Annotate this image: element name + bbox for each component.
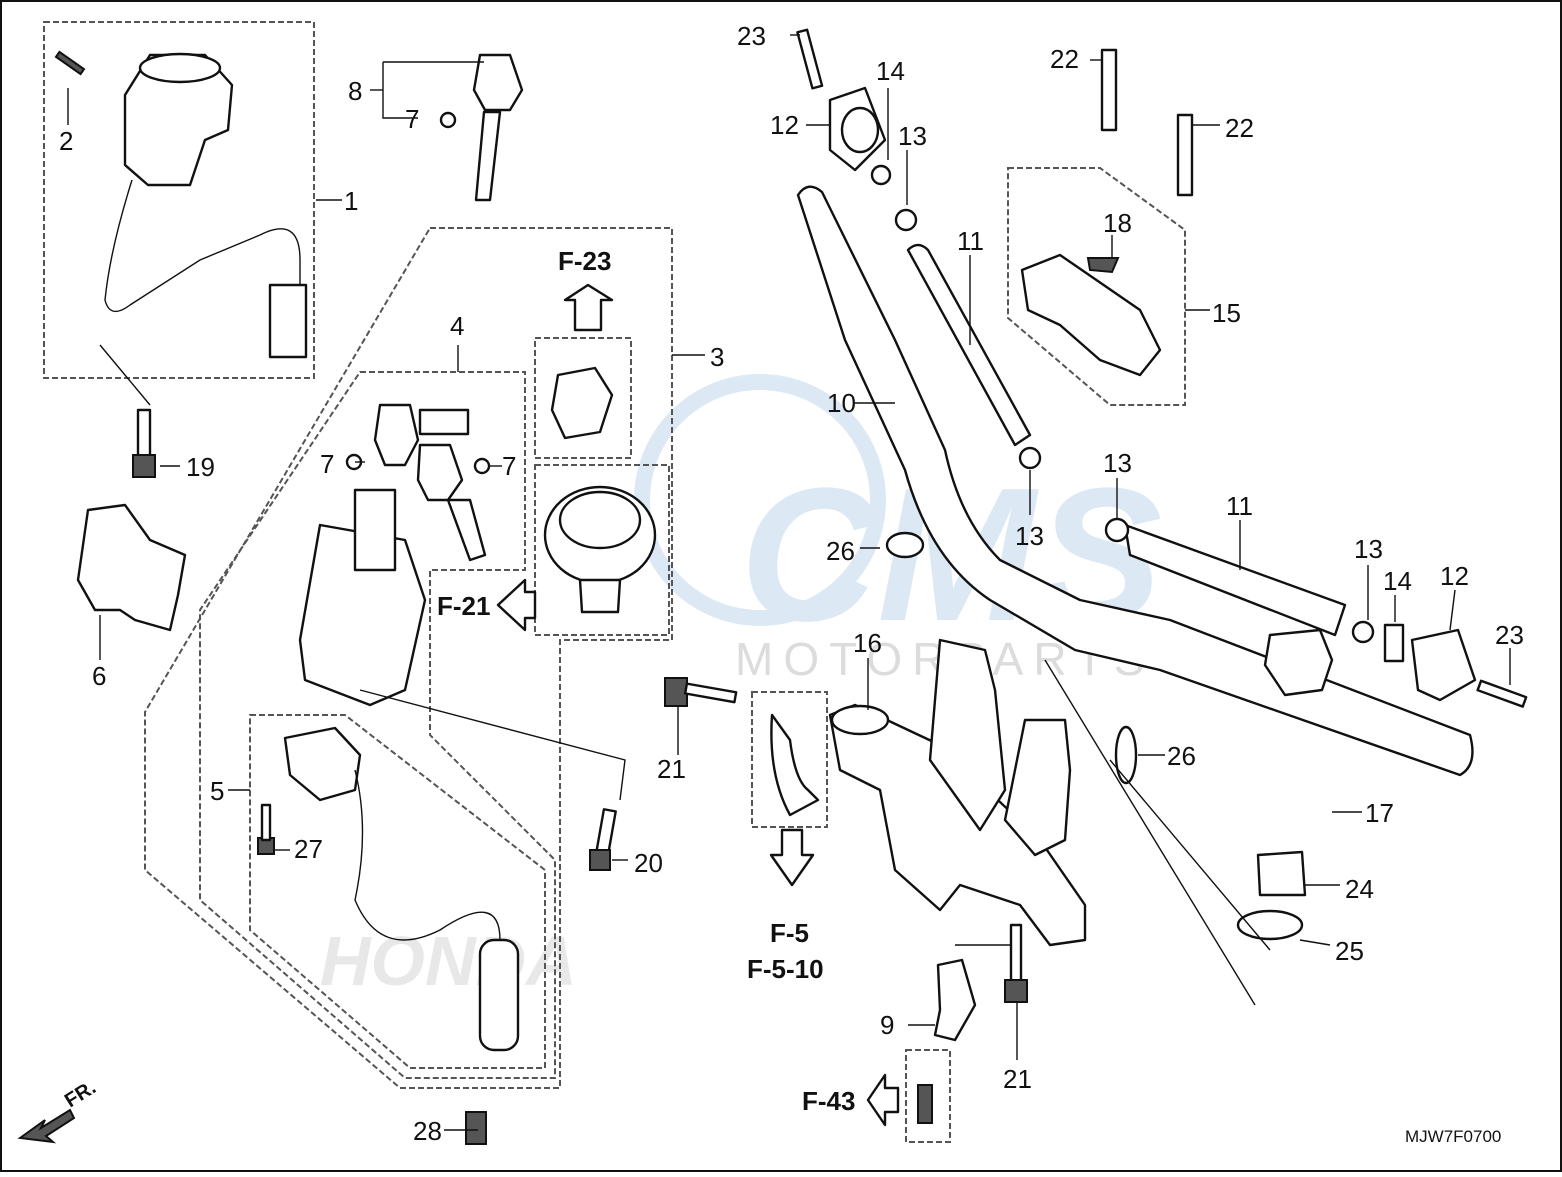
part-11-bar-right bbox=[1123, 523, 1347, 637]
callout-4: 4 bbox=[450, 311, 464, 341]
callout-numbers: 1 2 3 4 5 6 7 7 7 8 9 10 11 11 12 12 13 … bbox=[59, 21, 1524, 1146]
part-18-plate bbox=[1086, 257, 1120, 274]
callout-8: 8 bbox=[348, 76, 362, 106]
callout-9: 9 bbox=[880, 1010, 894, 1040]
ref-f23: F-23 bbox=[558, 246, 611, 276]
arrow-up-f23 bbox=[563, 283, 614, 332]
callout-13a: 13 bbox=[898, 121, 927, 151]
callout-26b: 26 bbox=[1167, 741, 1196, 771]
callout-19: 19 bbox=[186, 452, 215, 482]
part-9-cover bbox=[933, 958, 977, 1042]
part-23-screw-b bbox=[1476, 679, 1528, 708]
callout-22a: 22 bbox=[1050, 44, 1079, 74]
part-21-bolt-a bbox=[664, 677, 738, 707]
callout-15: 15 bbox=[1212, 298, 1241, 328]
part-12-weight-left bbox=[828, 86, 887, 172]
callout-1: 1 bbox=[344, 186, 358, 216]
part-19-screw bbox=[132, 408, 156, 478]
callout-21a: 21 bbox=[657, 754, 686, 784]
part-21-bolt-b bbox=[1004, 923, 1028, 1003]
callout-14b: 14 bbox=[1383, 566, 1412, 596]
watermark-stamp: HONDA bbox=[320, 922, 577, 1000]
part-12-weight-right bbox=[1410, 628, 1477, 702]
part-11-bar-left bbox=[906, 243, 1032, 447]
callout-28: 28 bbox=[413, 1116, 442, 1146]
part-4-ignition-switch bbox=[298, 403, 487, 707]
callout-7c: 7 bbox=[502, 451, 516, 481]
part-28-clip bbox=[465, 1111, 487, 1145]
callout-13b: 13 bbox=[1015, 521, 1044, 551]
part-13-nut-d bbox=[1351, 620, 1375, 644]
callout-16: 16 bbox=[853, 628, 882, 658]
arrow-down-f5 bbox=[769, 828, 815, 887]
part-3-fuel-cap bbox=[543, 366, 657, 614]
part-25-washer bbox=[1236, 909, 1304, 941]
callout-24: 24 bbox=[1345, 874, 1374, 904]
ref-f21: F-21 bbox=[437, 591, 490, 621]
part-23-screw-a bbox=[796, 28, 824, 90]
ref-f5-10: F-5-10 bbox=[747, 954, 824, 984]
small-bolt bbox=[917, 1084, 933, 1124]
ref-f5: F-5 bbox=[770, 918, 809, 948]
part-10-handlebar bbox=[796, 185, 1474, 777]
callout-12b: 12 bbox=[1440, 561, 1469, 591]
part-15-holder bbox=[1020, 253, 1162, 377]
part-1-switch-harness bbox=[104, 52, 308, 359]
callout-26a: 26 bbox=[826, 536, 855, 566]
part-20-screw bbox=[589, 808, 617, 871]
callout-3: 3 bbox=[710, 342, 724, 372]
part-26-band-a bbox=[885, 531, 925, 559]
leader-lines bbox=[67, 34, 1511, 1131]
part-6-bracket bbox=[76, 503, 187, 632]
diagram-code: MJW7F0700 bbox=[1405, 1127, 1501, 1146]
callout-5: 5 bbox=[210, 776, 224, 806]
callout-11b: 11 bbox=[1226, 491, 1253, 521]
callout-22b: 22 bbox=[1225, 113, 1254, 143]
callout-25: 25 bbox=[1335, 936, 1364, 966]
part-2-screw bbox=[54, 50, 86, 76]
callout-14a: 14 bbox=[876, 56, 905, 86]
part-26-band-b bbox=[1114, 725, 1138, 785]
callout-18: 18 bbox=[1103, 208, 1132, 238]
callout-7a: 7 bbox=[405, 104, 419, 134]
arrow-left-f43 bbox=[866, 1073, 900, 1127]
part-13-nut-a bbox=[894, 208, 918, 232]
part-22-bolt-b bbox=[1176, 113, 1194, 197]
part-7-washer-a bbox=[439, 111, 457, 129]
callout-11a: 11 bbox=[957, 226, 984, 256]
callout-21b: 21 bbox=[1003, 1064, 1032, 1094]
callout-23b: 23 bbox=[1495, 620, 1524, 650]
part-16-top-bridge bbox=[828, 638, 1087, 947]
part-14-collar-a bbox=[870, 164, 892, 186]
callout-7b: 7 bbox=[320, 449, 334, 479]
part-17-stem-nut bbox=[1263, 628, 1334, 697]
reference-labels: F-23 F-21 F-5 F-5-10 F-43 bbox=[437, 246, 855, 1116]
callout-12a: 12 bbox=[770, 110, 799, 140]
part-7-washer-c bbox=[473, 457, 491, 475]
callout-6: 6 bbox=[92, 661, 106, 691]
group-boxes bbox=[43, 21, 1186, 1143]
arrow-right-f21 bbox=[496, 578, 537, 632]
callout-2: 2 bbox=[59, 126, 73, 156]
part-13-nut-b bbox=[1018, 446, 1042, 470]
callout-23a: 23 bbox=[737, 21, 766, 51]
callout-13d: 13 bbox=[1354, 534, 1383, 564]
part-14-collar-b bbox=[1383, 623, 1405, 663]
callout-13c: 13 bbox=[1103, 448, 1132, 478]
callout-27: 27 bbox=[294, 834, 323, 864]
part-22-bolt-a bbox=[1100, 48, 1118, 132]
callout-20: 20 bbox=[634, 848, 663, 878]
part-24-nut bbox=[1256, 850, 1307, 897]
part-5-sensor bbox=[283, 726, 520, 1052]
cable-guide bbox=[770, 713, 820, 817]
ref-f43: F-43 bbox=[802, 1086, 855, 1116]
part-27-screw bbox=[257, 803, 275, 855]
part-8-key bbox=[472, 53, 524, 202]
callout-17: 17 bbox=[1365, 798, 1394, 828]
part-13-nut-c bbox=[1104, 517, 1130, 543]
callout-10: 10 bbox=[827, 388, 856, 418]
